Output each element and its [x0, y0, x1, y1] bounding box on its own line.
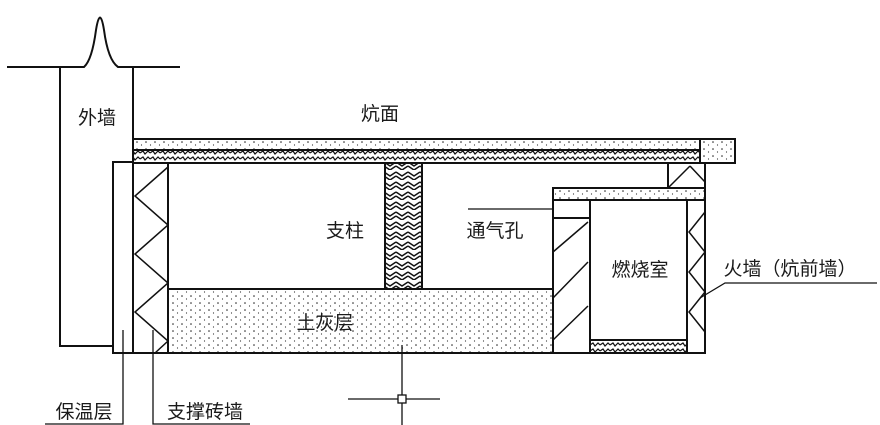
label-fire-wall: 火墙（炕前墙）: [723, 258, 856, 280]
chamber-top-slab: [552, 187, 706, 201]
vent-hole: [552, 199, 591, 219]
label-soil-ash-layer: 土灰层: [296, 312, 353, 334]
label-outer-wall: 外墙: [78, 107, 116, 129]
label-combustion-chamber: 燃烧室: [611, 259, 668, 281]
soil-ash-layer: [167, 288, 554, 354]
label-support-brick-wall: 支撑砖墙: [167, 401, 243, 423]
chamber-floor: [589, 339, 688, 354]
pillar: [384, 162, 423, 291]
label-kang-surface: 炕面: [361, 103, 399, 125]
insulation-layer: [112, 161, 134, 354]
kang-surface: [132, 138, 736, 151]
label-insulation-layer: 保温层: [55, 401, 112, 423]
label-vent-hole: 通气孔: [466, 220, 523, 242]
crosshair: [348, 345, 440, 425]
kang-base: [132, 149, 736, 164]
label-pillar: 支柱: [326, 220, 364, 242]
chamber-left-wall: [552, 217, 591, 354]
